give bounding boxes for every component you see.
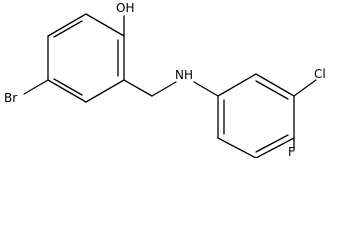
double-bond-inner: [53, 20, 83, 38]
bond: [217, 137, 257, 158]
bond: [47, 79, 87, 103]
hydroxyl-label: OH: [116, 1, 134, 15]
bond: [217, 73, 257, 97]
bond: [255, 137, 295, 158]
bond-to-br: [23, 79, 49, 95]
double-bond-inner: [53, 78, 83, 96]
double-bond-inner: [255, 80, 289, 100]
chlorofluorophenyl-ring: [217, 73, 295, 158]
amine-label: NH: [175, 68, 193, 82]
double-bond-inner: [255, 134, 289, 153]
bromine-label: Br: [4, 91, 17, 105]
structure-diagram: OH Br NH Cl F: [4, 1, 326, 158]
bond: [255, 73, 295, 97]
bond: [85, 79, 125, 103]
bromophenol-ring: [47, 13, 125, 103]
chlorine-label: Cl: [314, 67, 326, 81]
bond-ch2-to-nh: [151, 81, 177, 97]
bond-to-ch2: [123, 79, 153, 97]
bond-to-cl: [293, 79, 317, 97]
bond: [47, 13, 87, 37]
fluorine-label: F: [288, 145, 295, 158]
bond-nh-to-ring: [193, 81, 219, 97]
bond: [85, 13, 125, 37]
